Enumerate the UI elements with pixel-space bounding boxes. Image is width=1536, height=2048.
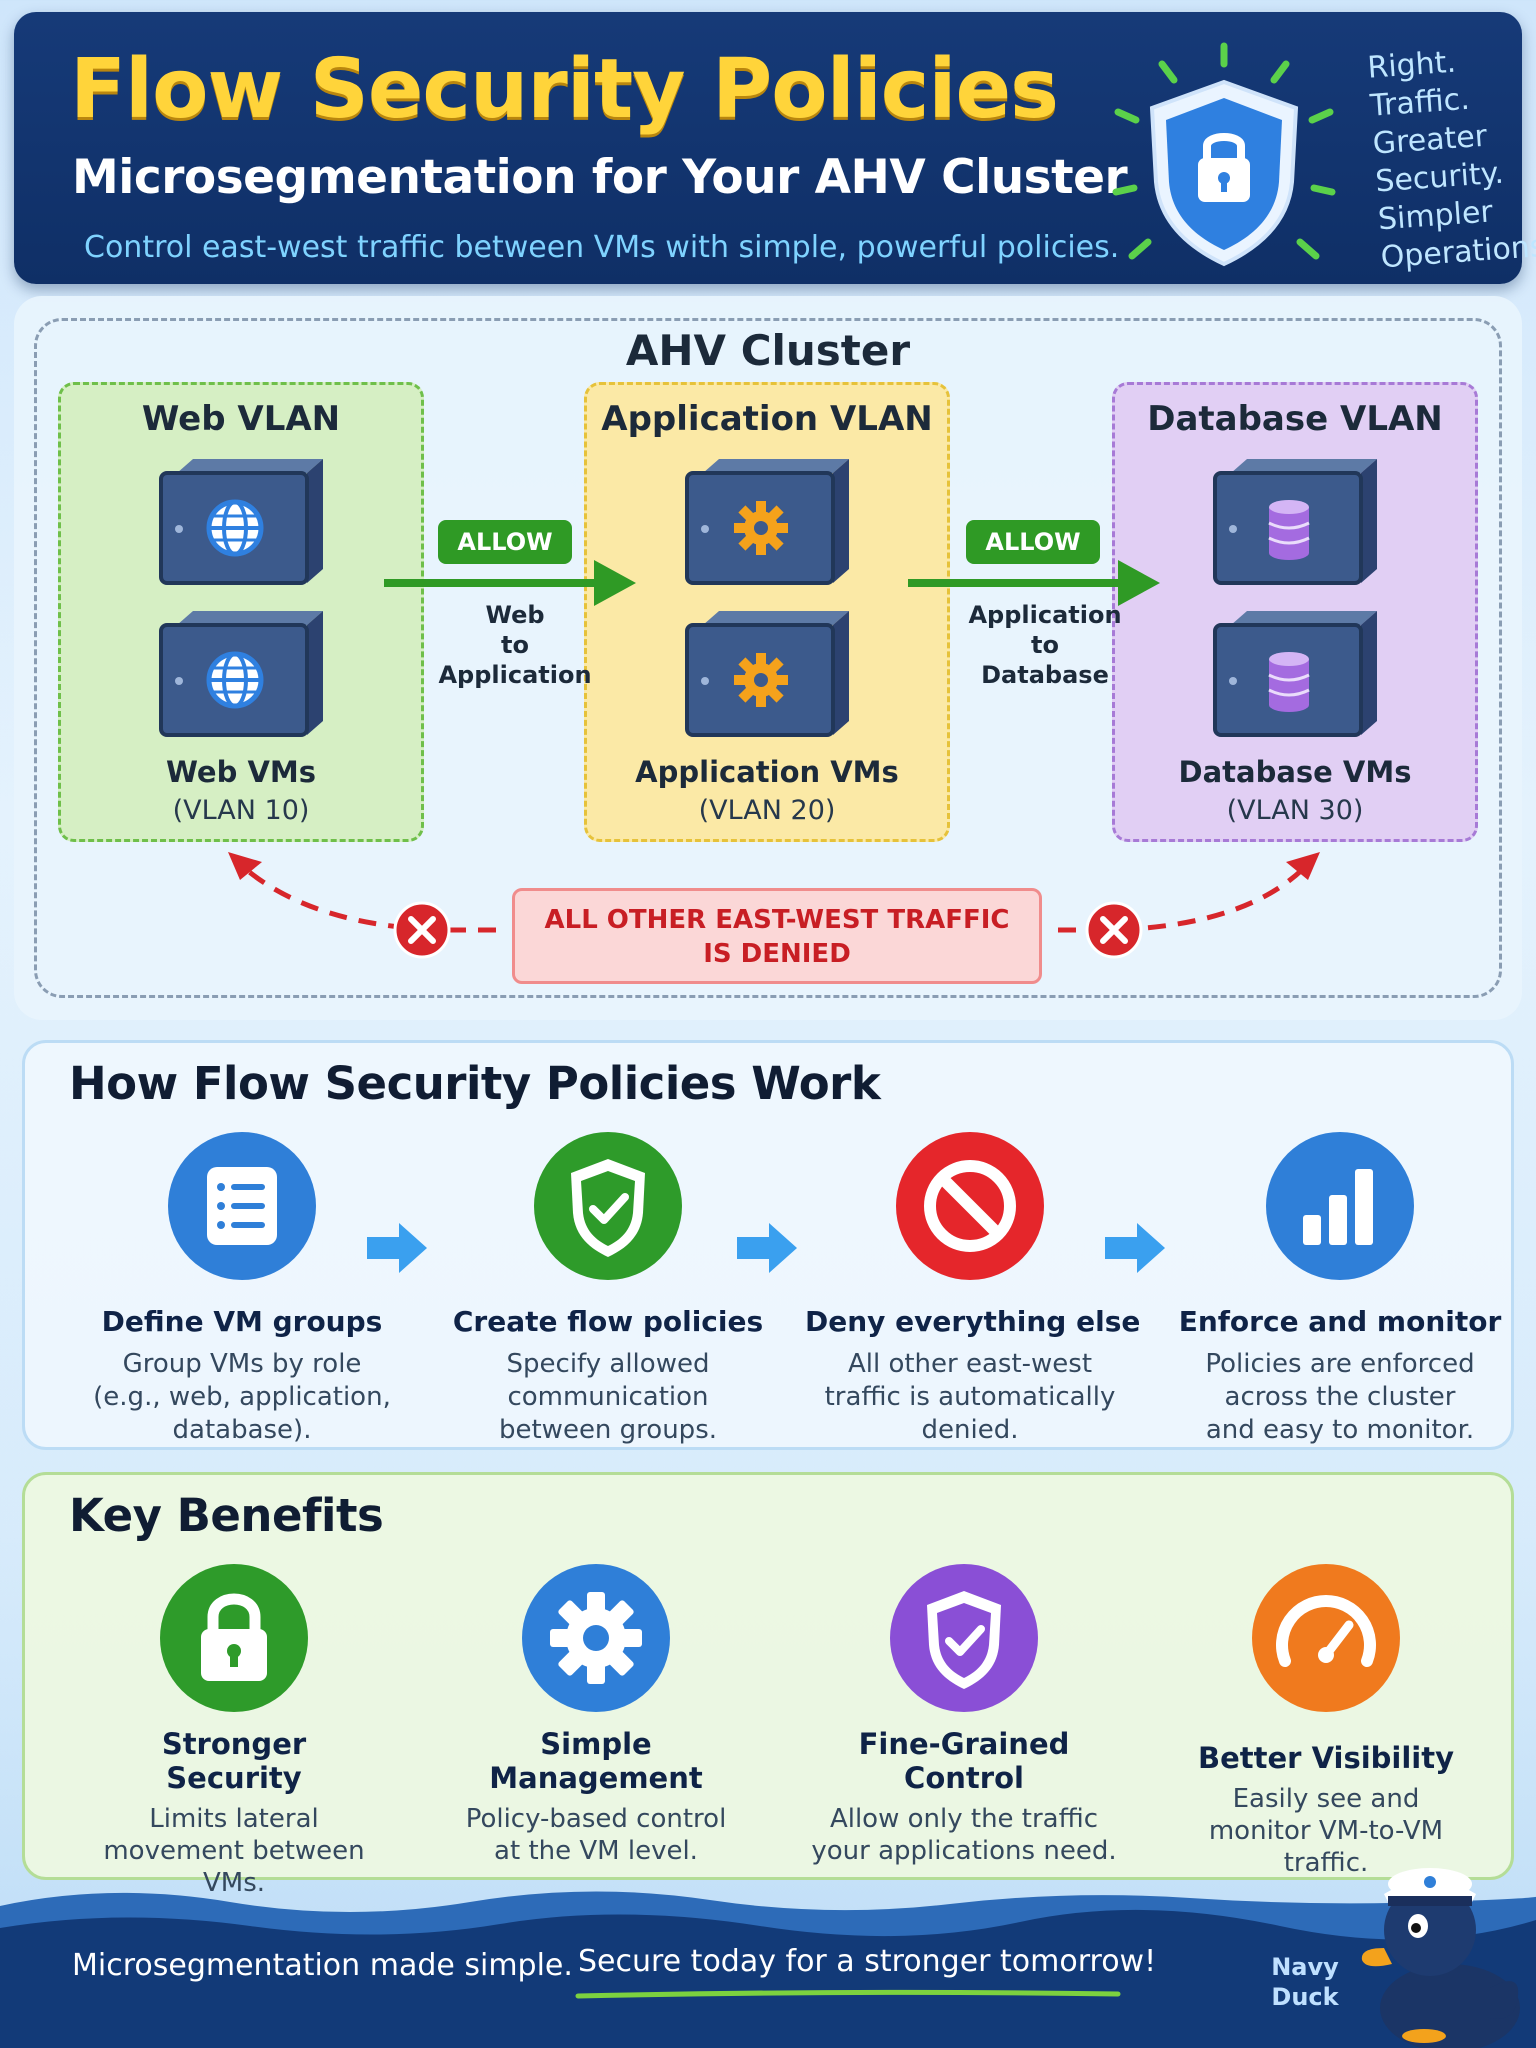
footer-waves <box>0 1891 1536 2048</box>
step-description: Specify allowed communication between gr… <box>498 1349 718 1445</box>
step-description: Policies are enforced across the cluster… <box>1205 1349 1475 1445</box>
step-define-groups: Define VM groups Group VMs by role (e.g.… <box>77 1129 407 1447</box>
benefit-title: Simple Management <box>489 1727 703 1795</box>
vlan-database: Database VLAN Database VMs (VLAN 30) <box>1112 382 1478 842</box>
benefit-description: Easily see and monitor VM-to-VM traffic. <box>1208 1784 1444 1878</box>
deny-x-icon <box>393 901 451 959</box>
step-arrow-icon <box>1105 1223 1165 1273</box>
page-title: Flow Security Policies <box>70 42 1059 137</box>
cluster-title: AHV Cluster <box>625 326 911 375</box>
benefit-visibility: Better Visibility Easily see and monitor… <box>1161 1561 1491 1879</box>
database-server-icon <box>1213 459 1377 585</box>
benefit-fine-grained: Fine-Grained Control Allow only the traf… <box>799 1561 1129 1867</box>
bar-chart-icon <box>1266 1132 1414 1280</box>
vlan-id-label: (VLAN 10) <box>172 795 310 826</box>
page-subtitle: Microsegmentation for Your AHV Cluster <box>72 150 1128 205</box>
lock-icon <box>160 1564 308 1712</box>
allow-arrow-right <box>384 560 636 606</box>
page-tagline: Control east-west traffic between VMs wi… <box>84 230 1120 265</box>
step-description: Group VMs by role (e.g., web, applicatio… <box>93 1349 391 1445</box>
step-arrow-icon <box>737 1223 797 1273</box>
cluster-boundary <box>34 318 1502 998</box>
vm-group-label: Application VMs <box>635 755 899 789</box>
web-server-icon <box>159 611 323 737</box>
step-create-policies: Create flow policies Specify allowed com… <box>443 1129 773 1447</box>
allow-badge: ALLOW <box>966 520 1100 564</box>
duck-mascot-icon <box>1361 1868 1520 2048</box>
vlan-web: Web VLAN Web VMs (VLAN 10) <box>58 382 424 842</box>
how-it-works-section: How Flow Security Policies Work Define V… <box>22 1040 1514 1450</box>
step-arrow-icon <box>367 1223 427 1273</box>
benefit-management: Simple Management Policy-based control a… <box>431 1561 761 1867</box>
benefit-description: Policy-based control at the VM level. <box>465 1804 727 1866</box>
header-banner: Flow Security Policies Microsegmentation… <box>14 12 1536 284</box>
benefit-title: Better Visibility <box>1198 1741 1454 1775</box>
step-title: Deny everything else <box>805 1305 1141 1338</box>
allow-arrow-right <box>908 560 1160 606</box>
shield-check-icon <box>534 1132 682 1280</box>
header-slogan: Right. Traffic. Greater Security. Simple… <box>1366 44 1536 276</box>
app-server-icon <box>685 459 849 585</box>
footer-underline <box>575 1989 1121 1999</box>
shield-check-icon <box>890 1564 1038 1712</box>
vlan-name: Database VLAN <box>1147 399 1443 439</box>
shield-lock-icon <box>1112 42 1336 267</box>
deny-x-icon <box>1085 901 1143 959</box>
step-title: Define VM groups <box>101 1305 383 1338</box>
deny-banner: ALL OTHER EAST-WEST TRAFFIC IS DENIED <box>512 888 1042 984</box>
vlan-id-label: (VLAN 20) <box>698 795 836 826</box>
benefit-description: Allow only the traffic your applications… <box>811 1804 1117 1866</box>
prohibited-icon <box>896 1132 1044 1280</box>
app-server-icon <box>685 611 849 737</box>
flow-label: Application to Database <box>968 601 1122 689</box>
flow-label: Web to Application <box>438 601 592 689</box>
list-icon <box>168 1132 316 1280</box>
benefit-title: Fine-Grained Control <box>858 1727 1070 1795</box>
vlan-id-label: (VLAN 30) <box>1226 795 1364 826</box>
key-benefits-section: Key Benefits Stronger Security Limits la… <box>22 1472 1514 1898</box>
step-description: All other east-west traffic is automatic… <box>824 1349 1116 1445</box>
benefit-security: Stronger Security Limits lateral movemen… <box>69 1561 399 1899</box>
vlan-application: Application VLAN <box>584 382 950 842</box>
step-enforce-monitor: Enforce and monitor Policies are enforce… <box>1175 1129 1505 1447</box>
footer-text-left: Microsegmentation made simple. <box>72 1948 573 1983</box>
cluster-diagram: AHV Cluster Web VLAN Web VMs (VLAN <box>14 296 1522 1020</box>
footer-text-right: Secure today for a stronger tomorrow! <box>578 1944 1157 1979</box>
benefit-description: Limits lateral movement between VMs. <box>103 1804 365 1898</box>
benefit-title: Stronger Security <box>161 1727 307 1795</box>
section-title: Key Benefits <box>69 1489 384 1542</box>
section-title: How Flow Security Policies Work <box>69 1057 881 1110</box>
gauge-icon <box>1252 1564 1400 1712</box>
vlan-name: Application VLAN <box>601 399 933 439</box>
web-server-icon <box>159 459 323 585</box>
vlan-name: Web VLAN <box>141 399 341 439</box>
vm-group-label: Web VMs <box>165 755 317 789</box>
database-server-icon <box>1213 611 1377 737</box>
step-title: Enforce and monitor <box>1178 1305 1502 1338</box>
step-deny-else: Deny everything else All other east-west… <box>805 1129 1141 1447</box>
step-title: Create flow policies <box>452 1305 764 1338</box>
mascot-name: Navy Duck <box>1271 1953 1339 2011</box>
allow-badge: ALLOW <box>438 520 572 564</box>
gear-icon <box>522 1564 670 1712</box>
vm-group-label: Database VMs <box>1178 755 1412 789</box>
